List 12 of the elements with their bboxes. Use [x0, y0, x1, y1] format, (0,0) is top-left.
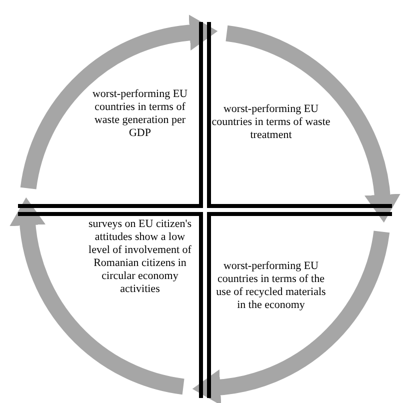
- curved-arrow: [192, 230, 390, 403]
- quadrant-box: [207, 22, 392, 208]
- quadrant-box: [18, 212, 203, 398]
- quadrant-text: worst-performing EU countries in terms of waste generation per GDP: [91, 88, 188, 140]
- quadrant-box: [207, 212, 392, 398]
- quadrant-text: worst-performing EU countries in terms of the use of recycled materials in the economy: [215, 260, 327, 312]
- curved-arrow: [20, 15, 218, 190]
- quadrant-text: surveys on EU citizen's attitudes show a low level of involvement of Romanian citizens in circular economy activities: [88, 218, 192, 296]
- curved-arrow: [225, 25, 400, 223]
- quadrant-text: worst-performing EU countries in terms of waste treatment: [211, 103, 331, 142]
- quadrant-box: [18, 22, 203, 208]
- curved-arrow: [10, 197, 185, 395]
